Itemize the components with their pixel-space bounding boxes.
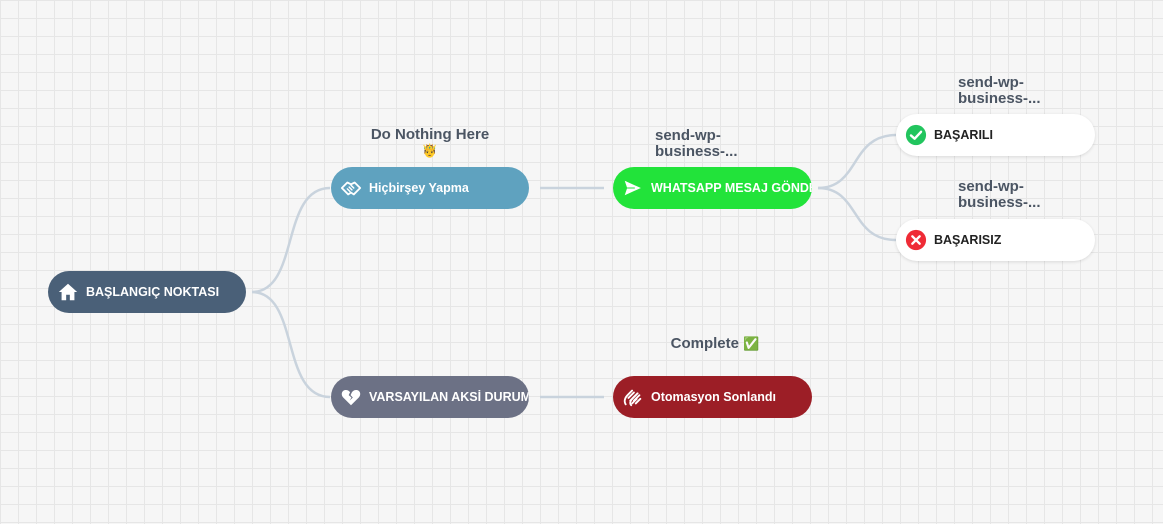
node-whatsapp-label: WHATSAPP MESAJ GÖNDER — [651, 181, 812, 195]
edge-whatsapp-to-failure — [817, 186, 897, 242]
prince-emoji-icon: 🤴 — [421, 143, 439, 158]
broken-heart-icon — [339, 385, 363, 409]
label-do-nothing: Do Nothing Here 🤴 — [370, 126, 490, 159]
label-success: send-wp- business-... — [958, 74, 1041, 107]
node-default-case-label: VARSAYILAN AKSİ DURUM — [369, 390, 529, 404]
node-end[interactable]: Otomasyon Sonlandı — [613, 376, 812, 418]
home-icon — [56, 280, 80, 304]
edge-start-to-default — [251, 290, 331, 399]
node-start[interactable]: BAŞLANGIÇ NOKTASI — [48, 271, 246, 313]
label-failure: send-wp- business-... — [958, 178, 1041, 211]
clapping-hands-icon — [621, 385, 645, 409]
node-failure-label: BAŞARISIZ — [934, 233, 1002, 247]
check-circle-icon — [904, 123, 928, 147]
x-circle-icon — [904, 228, 928, 252]
node-success[interactable]: BAŞARILI — [896, 114, 1095, 156]
send-icon — [621, 176, 645, 200]
node-start-label: BAŞLANGIÇ NOKTASI — [86, 285, 220, 299]
check-emoji-icon: ✅ — [743, 336, 760, 351]
node-success-label: BAŞARILI — [934, 128, 994, 142]
label-end: Complete ✅ — [670, 335, 760, 352]
edge-whatsapp-to-success — [817, 133, 897, 190]
label-whatsapp: send-wp- business-... — [655, 127, 738, 160]
node-whatsapp[interactable]: WHATSAPP MESAJ GÖNDER — [613, 167, 812, 209]
handshake-icon — [339, 176, 363, 200]
node-do-nothing-label: Hiçbirşey Yapma — [369, 181, 469, 195]
node-failure[interactable]: BAŞARISIZ — [896, 219, 1095, 261]
node-end-label: Otomasyon Sonlandı — [651, 390, 777, 404]
node-do-nothing[interactable]: Hiçbirşey Yapma — [331, 167, 529, 209]
edge-start-to-do-nothing — [251, 186, 331, 294]
node-default-case[interactable]: VARSAYILAN AKSİ DURUM — [331, 376, 529, 418]
